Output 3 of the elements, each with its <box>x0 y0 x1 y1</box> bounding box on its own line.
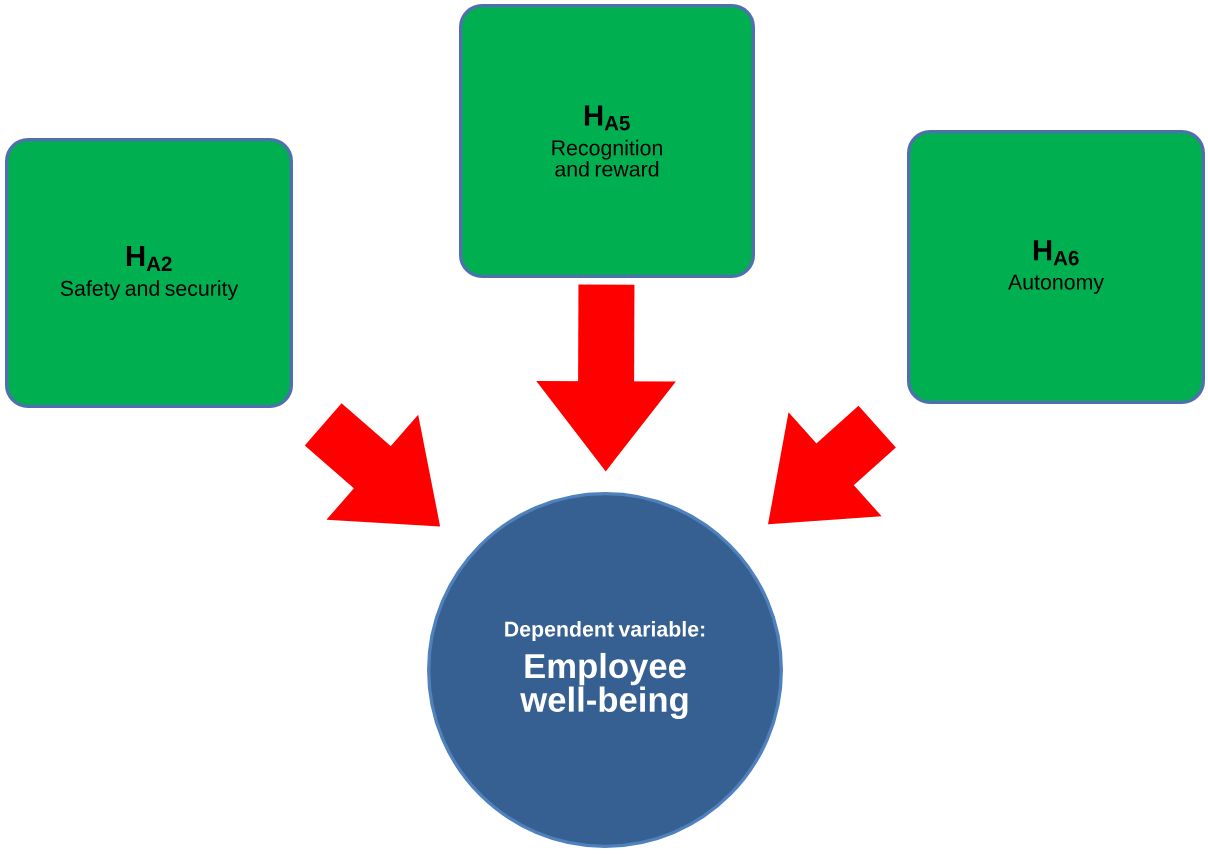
process-box: H$_{A6}$ Autonomy <box>907 130 1205 404</box>
process-box: H$_{A5}$ Recognition and reward <box>459 4 755 278</box>
process-box: H$_{A2}$ Safety and security <box>5 138 293 408</box>
